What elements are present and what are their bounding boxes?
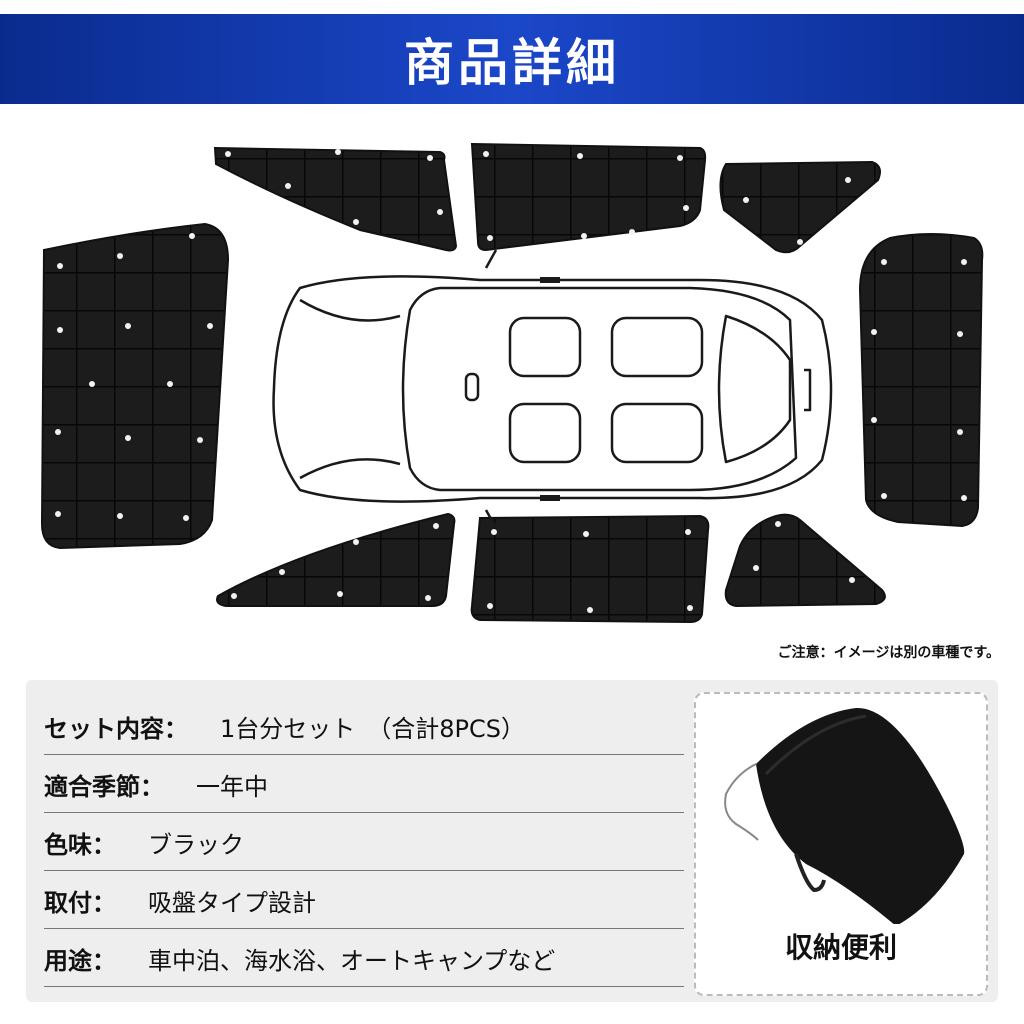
rear-right-quarter-shade xyxy=(724,513,886,608)
spec-value: 1台分セット （合計8PCS） xyxy=(220,714,526,743)
spec-row-season: 適合季節： 一年中 xyxy=(44,756,684,813)
rear-left-door-shade xyxy=(470,142,707,252)
header-banner: 商品詳細 xyxy=(0,14,1024,104)
spec-label: 適合季節： xyxy=(44,772,164,801)
front-right-door-shade xyxy=(216,512,456,607)
rear-left-quarter-shade xyxy=(719,160,881,254)
spec-label: 用途： xyxy=(44,946,116,975)
rear-right-door-shade xyxy=(470,514,710,624)
spec-row-mounting: 取付： 吸盤タイプ設計 xyxy=(44,872,684,929)
spec-row-contents: セット内容： 1台分セット （合計8PCS） xyxy=(44,698,684,755)
spec-row-color: 色味： ブラック xyxy=(44,814,684,871)
rear-window-shade xyxy=(858,233,984,528)
spec-value: ブラック xyxy=(148,830,244,859)
storage-bag-image xyxy=(724,707,965,924)
spec-label: 取付： xyxy=(44,888,116,917)
spec-label: 色味： xyxy=(44,830,116,859)
front-left-door-shade xyxy=(213,146,458,252)
storage-label: 収納便利 xyxy=(784,931,897,964)
spec-value: 車中泊、海水浴、オートキャンプなど xyxy=(148,946,556,975)
spec-value: 吸盤タイプ設計 xyxy=(148,888,316,917)
product-diagram xyxy=(40,142,984,624)
page-title: 商品詳細 xyxy=(404,34,620,92)
spec-label: セット内容： xyxy=(44,714,188,743)
disclaimer-note: ご注意：イメージは別の車種です。 xyxy=(777,645,1000,661)
storage-bag-card: 収納便利 xyxy=(694,692,988,996)
spec-value: 一年中 xyxy=(196,772,268,801)
car-outline xyxy=(272,249,833,529)
suction-cups xyxy=(55,149,967,613)
spec-row-usage: 用途： 車中泊、海水浴、オートキャンプなど xyxy=(44,930,684,987)
windshield-shade xyxy=(40,222,230,550)
